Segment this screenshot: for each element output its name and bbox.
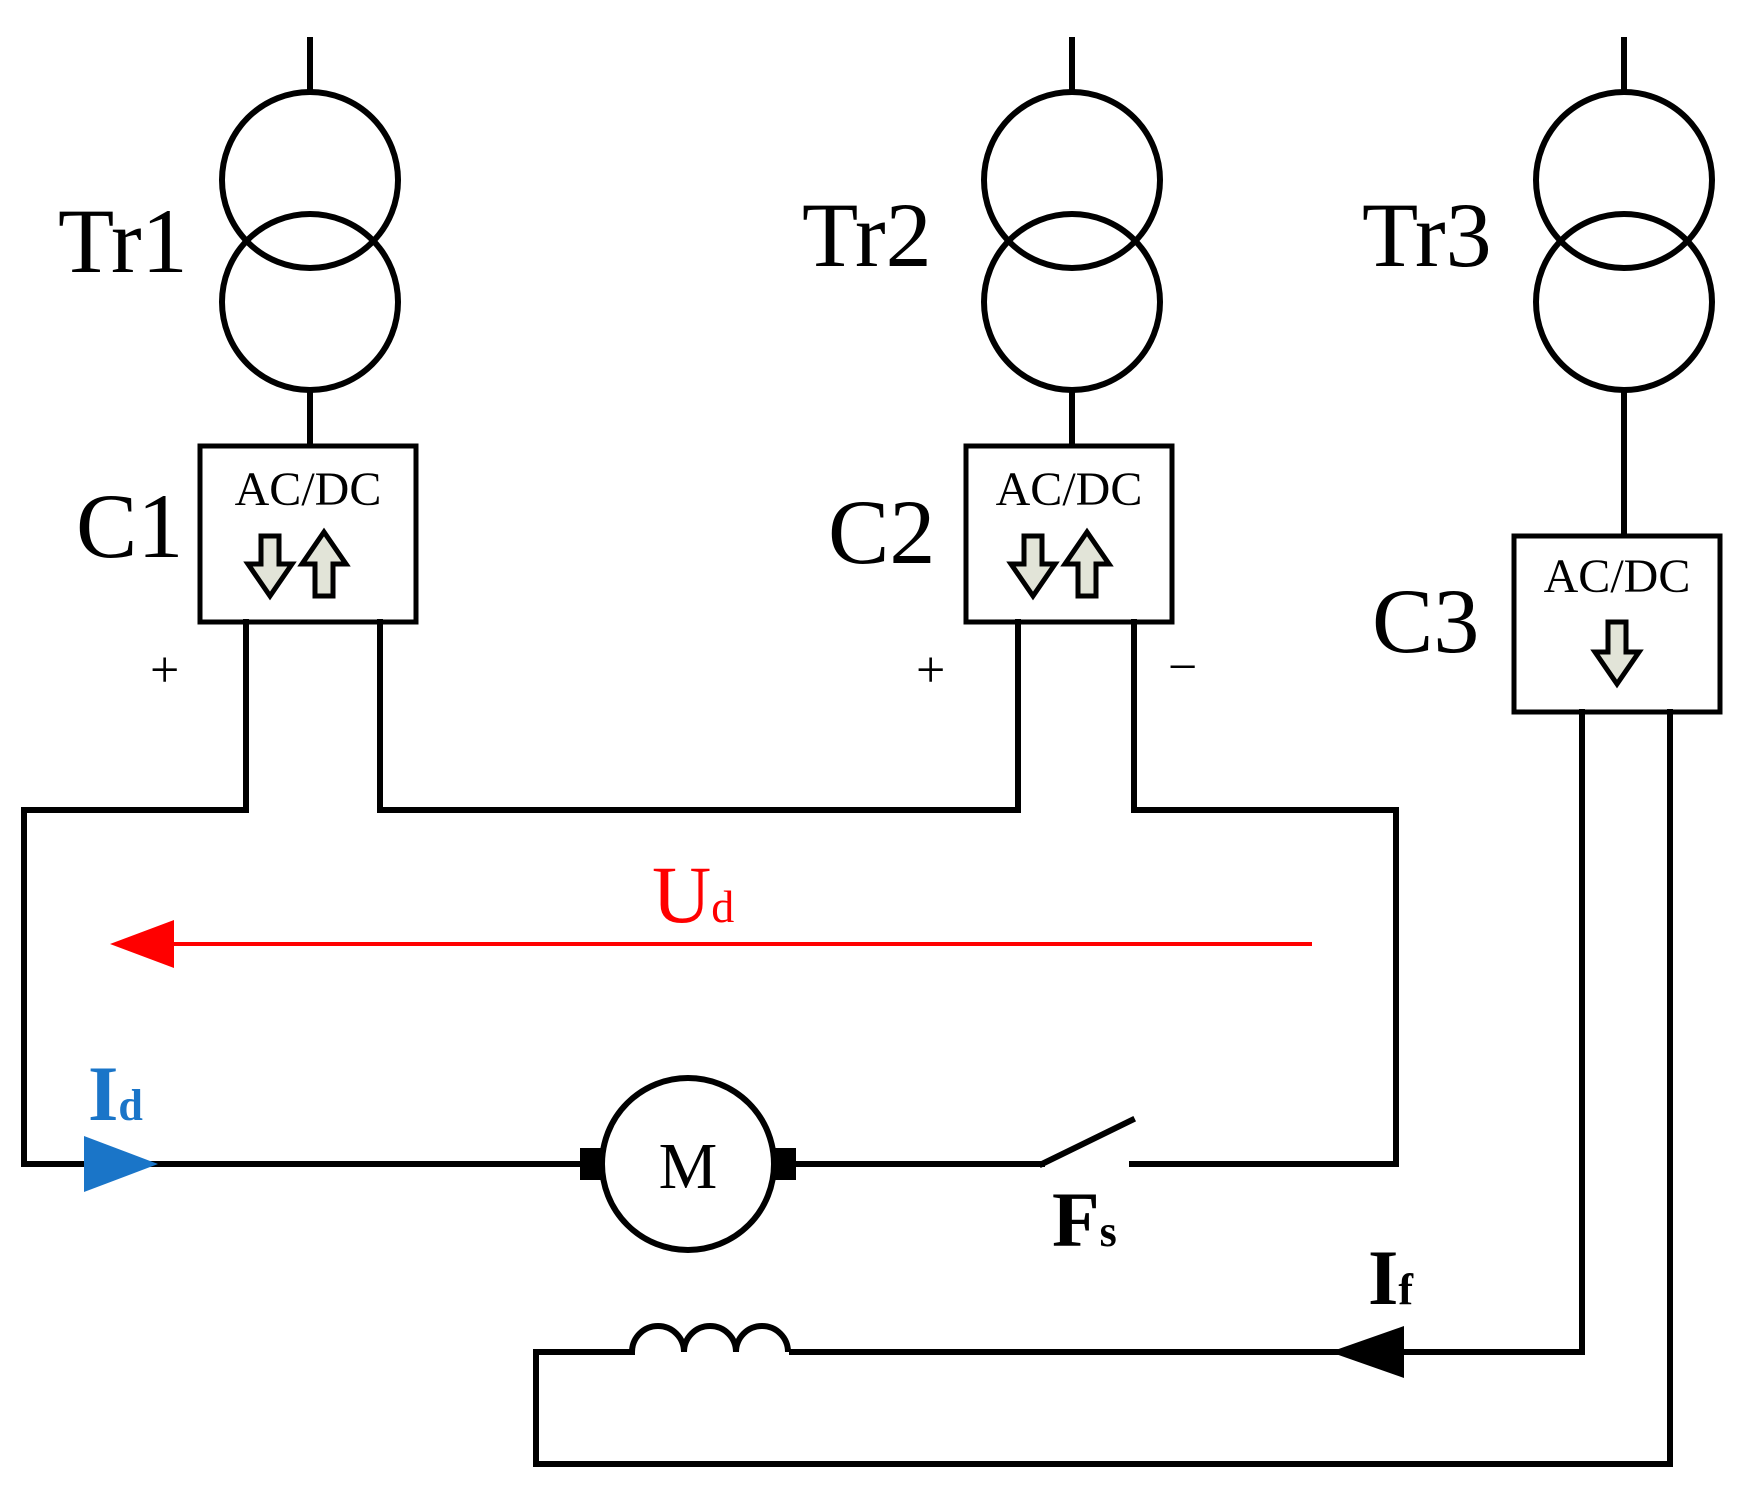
c2-label: C2: [828, 481, 935, 583]
motor-brush-left: [580, 1148, 602, 1180]
armature-current-indicator: Id: [84, 1050, 158, 1192]
armature-voltage-indicator: Ud: [110, 849, 1312, 968]
c3-positive-wire: [789, 709, 1585, 1355]
c2-positive-sign: +: [916, 642, 945, 699]
motor-label: M: [659, 1130, 718, 1203]
tr2-secondary-winding: [981, 211, 1163, 393]
switch-blade: [1037, 1115, 1137, 1169]
c3-negative-wire: [533, 709, 1673, 1467]
field-current-arrow-head: [1330, 1326, 1404, 1378]
tr1-primary-winding: [219, 89, 401, 271]
voltage-arrow-head: [110, 920, 174, 968]
down-arrow-icon: [1590, 619, 1644, 689]
c2-function-label: AC/DC: [996, 463, 1143, 516]
up-arrow-icon: [297, 527, 351, 599]
field-winding: [629, 1323, 791, 1353]
field-switch: Fs: [1037, 1115, 1137, 1263]
c2-negative-wire: [1129, 619, 1399, 1167]
field-circuit: If: [533, 709, 1673, 1467]
up-arrow-icon: [1060, 527, 1114, 599]
tr3-label: Tr3: [1362, 184, 1492, 286]
converter-c1: AC/DC C1 +: [76, 443, 419, 699]
tr1-label: Tr1: [58, 190, 188, 292]
transformer-tr1: Tr1: [58, 37, 401, 451]
converter-c2: AC/DC C2 + −: [828, 443, 1197, 699]
c1-box: [197, 443, 419, 625]
tr1-secondary-winding: [219, 211, 401, 393]
tr2-label: Tr2: [802, 184, 932, 286]
c1-function-label: AC/DC: [235, 463, 382, 516]
down-arrow-icon: [243, 533, 297, 601]
c1-positive-sign: +: [150, 642, 179, 699]
tr2-primary-winding: [981, 89, 1163, 271]
c1-c2-link-wire: [377, 619, 1021, 813]
c3-function-label: AC/DC: [1544, 550, 1691, 603]
c1-positive-wire: [21, 619, 587, 1167]
current-arrow-head: [84, 1136, 158, 1192]
armature-circuit: M Fs: [21, 619, 1399, 1263]
switch-label: Fs: [1052, 1176, 1117, 1263]
voltage-label: Ud: [652, 849, 734, 940]
c1-label: C1: [76, 475, 183, 577]
motor-brush-right: [774, 1148, 796, 1180]
c2-box: [963, 443, 1175, 625]
tr3-secondary-winding: [1533, 211, 1715, 393]
armature-current-label: Id: [88, 1050, 143, 1137]
converter-c3: AC/DC C3: [1372, 533, 1723, 715]
motor-symbol: [599, 1075, 777, 1253]
transformer-tr3: Tr3: [1362, 37, 1715, 539]
c3-label: C3: [1372, 570, 1479, 672]
transformer-tr2: Tr2: [802, 37, 1163, 451]
down-arrow-icon: [1006, 533, 1060, 601]
dc-motor: M: [580, 1075, 796, 1253]
c2-negative-sign: −: [1168, 639, 1197, 696]
field-current-label: If: [1368, 1234, 1414, 1321]
tr3-primary-winding: [1533, 89, 1715, 271]
